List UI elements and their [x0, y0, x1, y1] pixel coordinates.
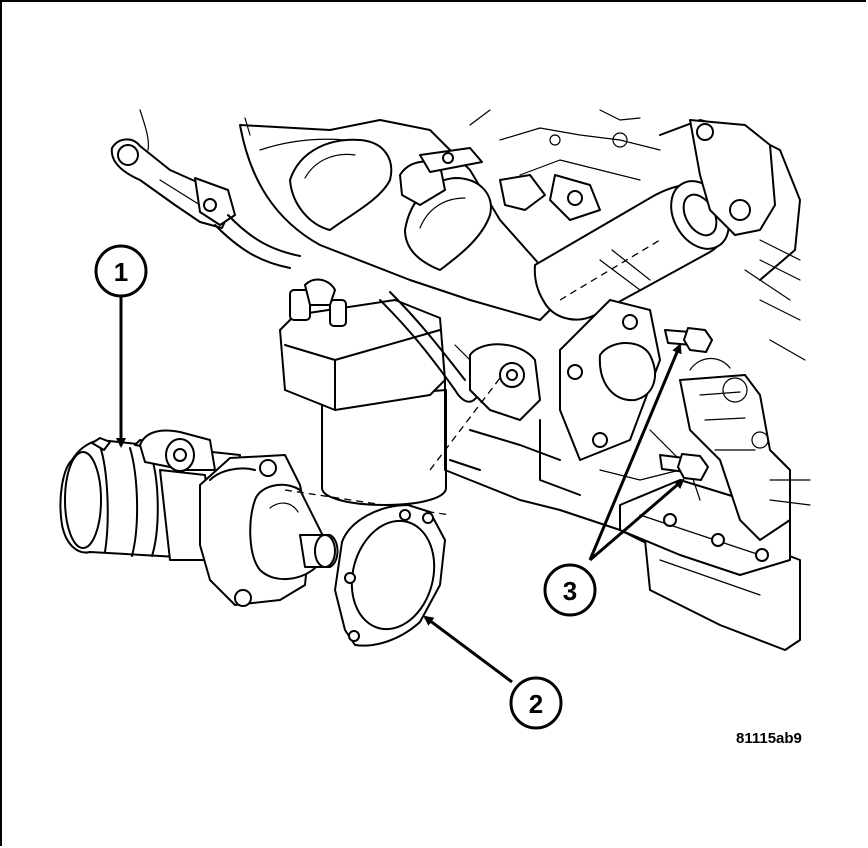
- callout-3: 3: [543, 563, 597, 617]
- callout-2: 2: [509, 676, 563, 730]
- gasket: [334, 504, 446, 647]
- callout-1: 1: [94, 244, 148, 298]
- bolt-upper: [664, 327, 713, 353]
- callout-2-number: 2: [529, 689, 543, 719]
- figure-id-label: 81115ab9: [736, 730, 802, 747]
- bolt-lower: [659, 453, 709, 481]
- callout-1-number: 1: [114, 257, 128, 287]
- alignment-line-upper: [429, 377, 501, 471]
- engine-block: [110, 109, 811, 651]
- callout-3-number: 3: [563, 576, 577, 606]
- callout-leaders: [116, 296, 685, 684]
- alignment-line: [284, 489, 451, 516]
- starter-motor: [59, 429, 339, 607]
